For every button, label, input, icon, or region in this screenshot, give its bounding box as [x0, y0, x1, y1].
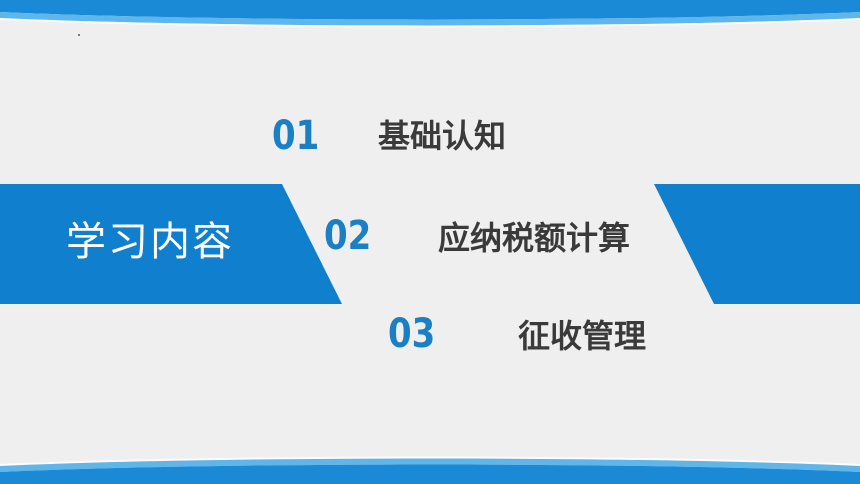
right-blue-band	[654, 184, 860, 304]
bottom-wave-decoration	[0, 456, 860, 484]
item-number-3: 03	[388, 311, 436, 357]
item-number-2: 02	[324, 213, 372, 259]
section-title: 学习内容	[66, 219, 234, 265]
dot-mark	[78, 34, 80, 36]
top-wave-decoration	[0, 0, 860, 28]
item-label-3: 征收管理	[518, 317, 647, 355]
left-blue-band	[0, 184, 342, 304]
item-number-1: 01	[272, 113, 320, 159]
item-label-2: 应纳税额计算	[438, 219, 631, 257]
item-label-1: 基础认知	[378, 117, 507, 155]
